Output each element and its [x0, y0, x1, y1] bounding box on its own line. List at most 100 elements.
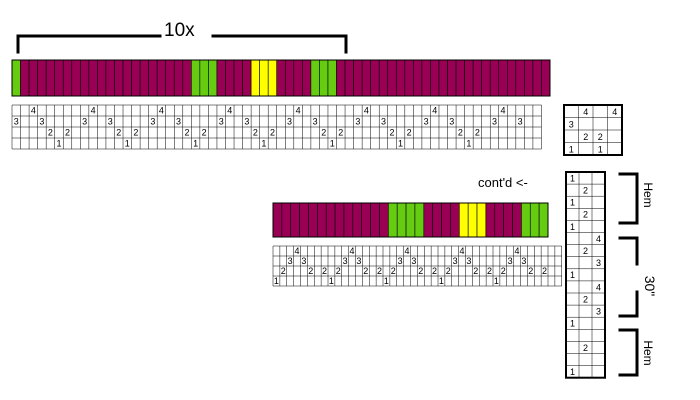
continued-stitch-chart-number: 2	[528, 266, 533, 276]
bottom-colorwork-cell	[370, 202, 380, 238]
main-stitch-chart-number: 3	[287, 117, 292, 127]
bottom-colorwork-cell	[529, 202, 540, 238]
bottom-colorwork-cell	[458, 202, 469, 238]
continued-stitch-chart-number: 2	[418, 266, 423, 276]
continued-stitch-chart-number: 2	[336, 266, 341, 276]
continued-stitch-chart-number: 2	[308, 266, 313, 276]
top-colorwork-cell	[88, 59, 98, 97]
continued-stitch-chart-number: 3	[356, 256, 361, 266]
bottom-colorwork-cell	[388, 202, 398, 238]
top-colorwork-cell	[284, 59, 295, 97]
main-stitch-chart-number: 3	[150, 117, 155, 127]
vertical-chart-number: 2	[583, 186, 588, 196]
main-stitch-chart-number: 3	[313, 117, 318, 127]
top-colorwork-cell	[97, 59, 107, 97]
main-stitch-chart-number: 4	[432, 106, 437, 116]
top-colorwork-cell	[319, 59, 329, 97]
continued-stitch-chart-number: 2	[432, 266, 437, 276]
top-colorwork-cell	[421, 59, 431, 97]
vertical-chart-number: 1	[570, 222, 575, 232]
repeat-label: 10x	[164, 20, 195, 41]
continued-stitch-chart-number: 4	[405, 246, 410, 256]
top-colorwork-cell	[293, 59, 303, 97]
continued-stitch-chart-number: 3	[521, 256, 526, 266]
vertical-chart-number: 2	[583, 343, 588, 353]
main-stitch-chart-number: 4	[159, 106, 164, 116]
bottom-colorwork-border	[272, 202, 549, 238]
main-stitch-chart-number: 1	[125, 139, 130, 149]
bottom-colorwork-cell	[485, 202, 496, 238]
bottom-colorwork-cell	[334, 202, 345, 238]
vertical-chart-number: 2	[583, 246, 588, 256]
main-stitch-chart-number: 4	[296, 106, 301, 116]
main-stitch-chart-number: 4	[364, 106, 369, 116]
top-colorwork-cell	[173, 59, 184, 97]
continued-stitch-chart-number: 2	[281, 266, 286, 276]
main-stitch-chart-number: 1	[56, 139, 61, 149]
top-colorwork-cell	[302, 59, 312, 97]
top-colorwork-cell	[472, 59, 482, 97]
top-colorwork-cell	[387, 59, 397, 97]
bottom-colorwork-cell	[538, 202, 549, 238]
top-colorwork-cell	[464, 59, 474, 97]
bottom-colorwork-cell	[476, 202, 487, 238]
top-colorwork-cell	[336, 59, 346, 97]
top-colorwork-cell	[45, 59, 55, 97]
top-colorwork-cell	[361, 59, 371, 97]
vertical-chart-number: 1	[570, 173, 575, 183]
continued-stitch-chart-number: 2	[473, 266, 478, 276]
continued-stitch-chart-number: 4	[460, 246, 465, 256]
top-colorwork-cell	[122, 59, 132, 97]
top-colorwork-cell	[182, 59, 192, 97]
main-stitch-chart-number: 1	[466, 139, 471, 149]
top-colorwork-cell	[524, 59, 534, 97]
continued-stitch-chart-number: 3	[301, 256, 306, 266]
top-colorwork-cell	[395, 59, 406, 97]
continued-stitch-chart-number: 3	[343, 256, 348, 266]
top-colorwork-cell	[370, 59, 380, 97]
continued-stitch-chart-number: 3	[466, 256, 471, 266]
main-stitch-chart-number: 2	[338, 128, 343, 138]
vertical-chart-number: 1	[570, 319, 575, 329]
main-stitch-chart-number: 2	[475, 128, 480, 138]
side-key-chart-number: 1	[598, 144, 603, 154]
top-colorwork-cell	[11, 59, 21, 97]
main-stitch-chart-number: 3	[449, 117, 454, 127]
bottom-colorwork-cell	[361, 202, 371, 238]
hem-top-label: Hem	[641, 182, 655, 208]
main-stitch-chart-number: 3	[492, 117, 497, 127]
continued-stitch-chart-number: 4	[350, 246, 355, 256]
bottom-colorwork-cell	[512, 202, 522, 238]
bottom-colorwork-cell	[503, 202, 513, 238]
main-stitch-chart-number: 2	[321, 128, 326, 138]
top-colorwork-cell	[131, 59, 141, 97]
top-colorwork-cell	[413, 59, 423, 97]
main-stitch-chart-number: 3	[244, 117, 249, 127]
continued-stitch-chart-number: 1	[439, 276, 444, 286]
top-colorwork-cell	[489, 59, 500, 97]
bottom-colorwork-cell	[352, 202, 363, 238]
top-colorwork-cell	[191, 59, 201, 97]
main-stitch-chart-number: 3	[108, 117, 113, 127]
top-colorwork-cell	[105, 59, 115, 97]
top-colorwork-cell	[225, 59, 235, 97]
vertical-chart-number: 4	[596, 234, 601, 244]
main-stitch-chart-number: 2	[48, 128, 53, 138]
top-colorwork-cell	[447, 59, 457, 97]
vertical-chart-number: 2	[583, 294, 588, 304]
main-stitch-chart-number: 2	[458, 128, 463, 138]
continued-stitch-chart-number: 2	[377, 266, 382, 276]
main-stitch-chart-number: 4	[91, 106, 96, 116]
hem-bottom-label: Hem	[641, 340, 655, 366]
bottom-colorwork-cell	[441, 202, 451, 238]
main-stitch-chart-number: 1	[398, 139, 403, 149]
top-colorwork-border	[11, 59, 551, 97]
bottom-colorwork-cell	[317, 202, 327, 238]
top-colorwork-cell	[378, 59, 389, 97]
continued-stitch-chart-number: 2	[391, 266, 396, 276]
side-key-chart-number: 1	[569, 144, 574, 154]
vertical-chart-number: 3	[596, 307, 601, 317]
continued-stitch-chart-number: 1	[274, 276, 279, 286]
bottom-colorwork-cell	[467, 202, 478, 238]
top-colorwork-cell	[404, 59, 414, 97]
